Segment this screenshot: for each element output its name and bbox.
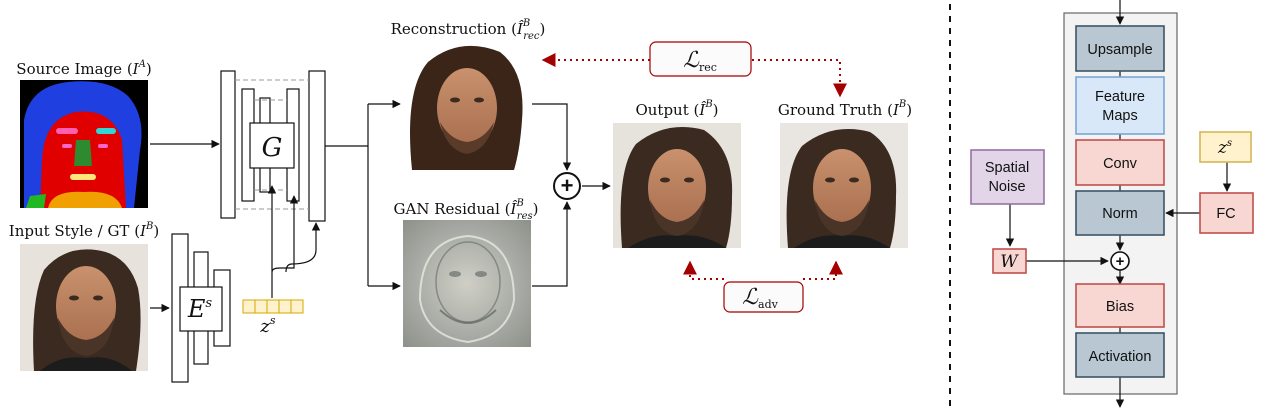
ground-truth-caption: Ground Truth (IB)	[778, 99, 912, 119]
noise-add-node	[1110, 251, 1130, 271]
output-image	[613, 123, 741, 248]
input-style-photo	[20, 244, 148, 371]
adversarial-loss-box	[723, 281, 804, 313]
upsample-label: Upsample	[1087, 42, 1152, 58]
feature-maps-label-line2: Maps	[1102, 108, 1137, 124]
adversarial-loss-label: ℒadv	[742, 285, 778, 311]
style-code-vector	[242, 299, 304, 314]
ground-truth-image	[780, 123, 908, 248]
bias-block	[1075, 283, 1165, 328]
spatial-noise-label-line1: Spatial	[985, 160, 1029, 176]
feature-maps-block	[1075, 76, 1165, 135]
left-connectors	[150, 99, 611, 313]
style-encoder-core-box	[179, 286, 223, 332]
generator-core-box	[249, 122, 295, 169]
reconstruction-loss-box	[649, 41, 752, 77]
gan-residual-image	[403, 220, 531, 347]
right-connectors	[1005, 0, 1232, 408]
style-encoder-symbol: Es	[187, 295, 213, 323]
style-code-label: zs	[259, 314, 275, 337]
feature-maps-label-line1: Feature	[1095, 89, 1145, 105]
adversarial-loss-connector	[683, 260, 843, 280]
source-image-caption: Source Image (IA)	[16, 59, 151, 78]
reconstruction-loss-label: ℒrec	[683, 48, 717, 74]
upsample-block	[1075, 25, 1165, 72]
activation-block	[1075, 332, 1165, 378]
noise-weight-label: W	[1000, 252, 1019, 272]
norm-label: Norm	[1102, 206, 1137, 222]
reconstruction-image	[403, 43, 531, 170]
source-segmentation-image	[20, 80, 148, 208]
conv-label: Conv	[1103, 156, 1138, 172]
input-style-caption: Input Style / GT (IB)	[9, 221, 159, 240]
noise-add-symbol: +	[1116, 253, 1125, 270]
style-code-block-label: zs	[1217, 138, 1232, 158]
output-caption: Output (ÎB)	[635, 99, 718, 119]
sum-node	[553, 172, 581, 200]
style-code-block	[1199, 131, 1252, 163]
generator-symbol: G	[262, 133, 283, 163]
sum-symbol: +	[561, 173, 574, 198]
bias-label: Bias	[1106, 299, 1134, 315]
spatial-noise-label-line2: Noise	[988, 179, 1025, 195]
fc-label: FC	[1216, 206, 1235, 222]
norm-block	[1075, 190, 1165, 236]
spatial-noise-block	[970, 149, 1045, 205]
noise-weight-block	[992, 248, 1027, 274]
activation-label: Activation	[1089, 349, 1152, 365]
fc-block	[1199, 192, 1254, 234]
conv-block	[1075, 139, 1165, 186]
